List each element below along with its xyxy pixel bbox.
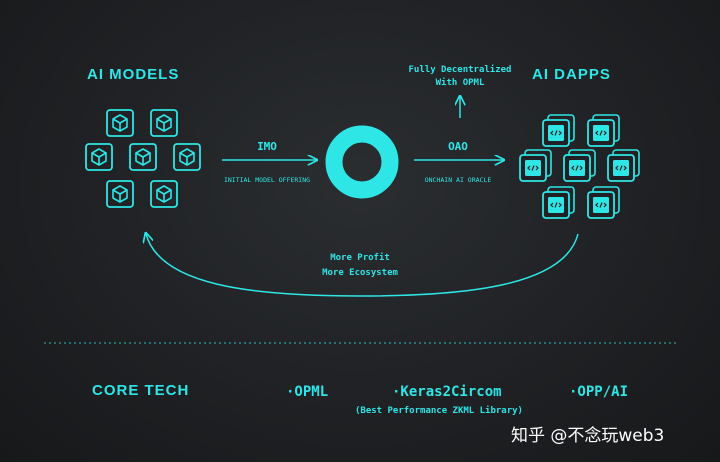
loop-text-line1: More Profit [330,253,390,263]
loop-text: More Profit More Ecosystem [290,251,430,281]
ai-models-title: AI MODELS [87,66,180,83]
decentralized-note-line2: With OPML [435,78,485,88]
code-document-icon [587,186,620,219]
decentralized-note-line1: Fully Decentralized [408,65,512,75]
cube-icon [85,143,113,171]
ring-logo-icon [325,125,399,199]
code-document-icon [607,149,640,182]
loop-text-line2: More Ecosystem [322,268,398,278]
core-tech-note: (Best Performance ZKML Library) [355,406,523,416]
cube-icon [106,109,134,137]
core-tech-item-keras2circom: ·Keras2Circom [392,384,502,400]
oao-label: OAO [448,140,468,153]
cube-icon [129,143,157,171]
code-document-icon [587,114,620,147]
core-tech-item-oppai: ·OPP/AI [569,384,629,400]
code-document-icon [563,149,596,182]
code-document-icon [542,114,575,147]
core-tech-item-opml: ·OPML [286,384,329,400]
cube-icon [106,180,134,208]
cube-icon [173,143,201,171]
cube-icon [150,180,178,208]
cube-icon [150,109,178,137]
oao-sublabel: ONCHAIN AI ORACLE [424,176,492,184]
code-document-icon [542,186,575,219]
core-tech-title: CORE TECH [92,382,190,399]
watermark: 知乎 @不念玩web3 [511,426,665,446]
loop-arrow [146,234,579,297]
imo-label: IMO [257,140,277,153]
imo-sublabel: INITIAL MODEL OFFERING [223,176,311,184]
ai-dapps-title: AI DAPPS [532,66,611,83]
decentralized-note: Fully Decentralized With OPML [392,64,528,90]
code-document-icon [519,149,552,182]
